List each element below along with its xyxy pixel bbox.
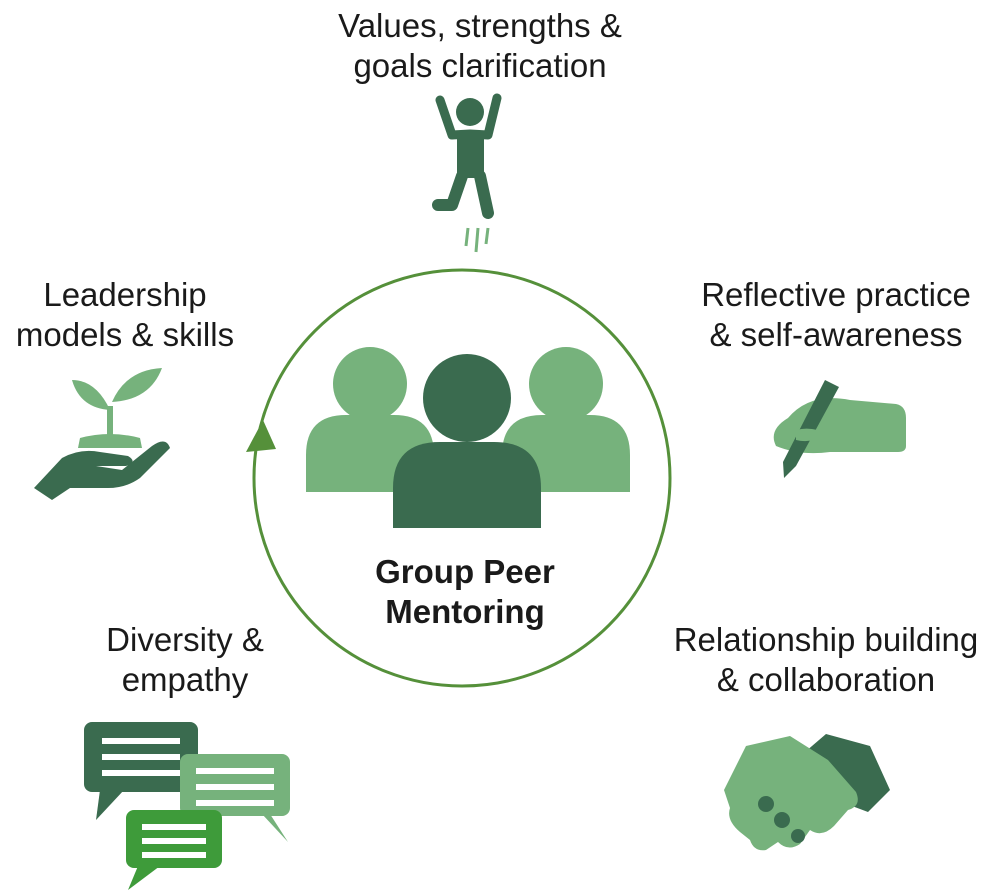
center-title-line1: Group Peer bbox=[375, 553, 555, 590]
topic-relationship-building: Relationship building & collaboration bbox=[652, 620, 1000, 700]
topic-reflective-practice: Reflective practice & self-awareness bbox=[676, 275, 996, 355]
jumping-person-icon bbox=[432, 93, 502, 253]
topic-label-line2: empathy bbox=[121, 661, 249, 698]
topic-label-line2: models & skills bbox=[15, 316, 235, 353]
cycle-circle bbox=[252, 268, 672, 688]
center-title-line2: Mentoring bbox=[385, 593, 545, 630]
topic-values-strengths-goals: Values, strengths & goals clarification bbox=[300, 6, 660, 86]
topic-label-line2: & collaboration bbox=[716, 661, 936, 698]
topic-leadership-models: Leadership models & skills bbox=[0, 275, 250, 355]
speech-bubbles-icon bbox=[84, 722, 290, 890]
topic-label-line1: Relationship building bbox=[673, 621, 979, 658]
topic-label-line1: Values, strengths & bbox=[338, 7, 622, 44]
topic-label-line1: Leadership bbox=[43, 276, 207, 313]
topic-label-line1: Diversity & bbox=[106, 621, 264, 658]
group-people-icon bbox=[306, 347, 630, 528]
cycle-arrowhead bbox=[246, 420, 276, 452]
sprout-in-hand-icon bbox=[34, 368, 170, 500]
hand-writing-pen-icon bbox=[773, 380, 906, 478]
center-title: Group Peer Mentoring bbox=[330, 552, 600, 632]
topic-label-line2: goals clarification bbox=[353, 47, 607, 84]
topic-label-line1: Reflective practice bbox=[701, 276, 971, 313]
topic-diversity-empathy: Diversity & empathy bbox=[60, 620, 310, 700]
topic-label-line2: & self-awareness bbox=[709, 316, 963, 353]
cycle-ring bbox=[246, 268, 672, 688]
handshake-icon bbox=[724, 734, 890, 851]
